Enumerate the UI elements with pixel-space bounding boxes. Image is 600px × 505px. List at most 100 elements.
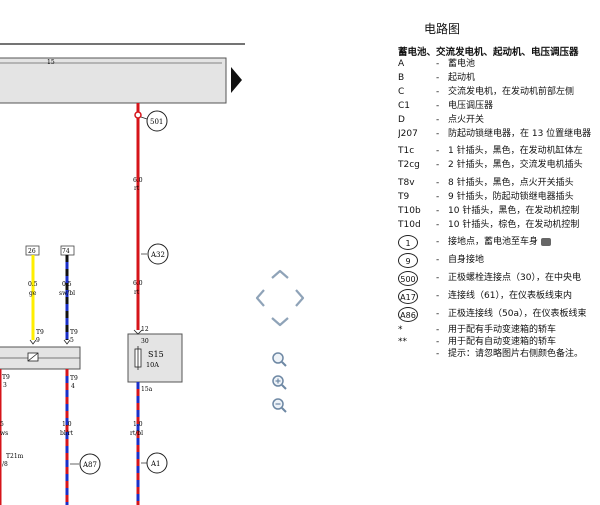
legend-dash: - <box>436 115 440 125</box>
legend-dash: - <box>436 129 440 139</box>
pin-t9a-n: 9 <box>36 337 40 344</box>
zoom-in-icon[interactable] <box>272 375 287 390</box>
legend-text: 提示：请忽略图片右侧颜色备注。 <box>448 349 584 359</box>
connection-symbol-icon: A17 <box>398 289 418 304</box>
ground-symbol-icon: 9 <box>398 253 418 268</box>
zoom-out-icon[interactable] <box>272 398 287 413</box>
continue-arrow-icon[interactable] <box>231 67 242 93</box>
up-arrow-icon[interactable] <box>271 269 289 279</box>
legend-text: 9 针插头，防起动锁继电器插头 <box>448 192 574 202</box>
splice-dot <box>134 111 142 119</box>
connector-A87 <box>79 453 101 475</box>
connector-A1-label: A1 <box>150 460 161 468</box>
legend-dash: - <box>436 273 440 283</box>
connector-501-label: 501 <box>150 118 163 126</box>
legend-dash: - <box>436 101 440 111</box>
circuit-diagram[interactable]: 15 501 6.0 rt A32 6.0 rt 12 30 S15 10A 1… <box>0 0 245 505</box>
connector-A1 <box>146 452 168 474</box>
legend-code: * <box>398 325 403 335</box>
legend-code: D <box>398 115 405 125</box>
legend-code: C1 <box>398 101 411 111</box>
pin-t9c-n: 3 <box>3 382 7 389</box>
legend-code: T10d <box>398 220 421 230</box>
bus-label: 15 <box>47 59 55 66</box>
wire1-size: 6.0 <box>133 177 143 184</box>
legend-dash: - <box>436 146 440 156</box>
legend-text: 连接线（61），在仪表板线束内 <box>448 291 572 301</box>
wire2-color: rt <box>134 289 140 296</box>
legend-dash: - <box>436 160 440 170</box>
legend-text: 8 针插头，黑色，点火开关插头 <box>448 178 574 188</box>
zoom-reset-icon[interactable] <box>272 352 287 367</box>
fuse-box <box>127 333 183 383</box>
legend-dash: - <box>436 206 440 216</box>
legend-text: 电压调压器 <box>448 101 494 111</box>
page-title: 电路图 <box>424 22 461 36</box>
pin-t9d-n: 4 <box>71 383 75 390</box>
left-arrow-icon[interactable] <box>255 289 265 307</box>
wire7-size: 5 <box>0 421 4 428</box>
wire2-size: 6.0 <box>133 280 143 287</box>
legend-code: T10b <box>398 206 421 216</box>
pin-t9b: T9 <box>70 329 78 336</box>
legend-text: 2 针插头，黑色，交流发电机插头 <box>448 160 583 170</box>
legend-dash: - <box>436 325 440 335</box>
pin-t9b-n: 5 <box>70 337 74 344</box>
connector-A32 <box>147 243 169 265</box>
legend-dash: - <box>436 192 440 202</box>
pin-74: 74 <box>62 248 70 255</box>
legend-text: 10 针插头，黑色，在发动机控制 <box>448 206 580 216</box>
legend-code: T2cg <box>398 160 420 170</box>
pin-26: 26 <box>28 248 36 255</box>
connection-symbol-icon: 500 <box>398 271 418 286</box>
legend-code: T8v <box>398 178 415 188</box>
wire5-size: 1.0 <box>62 421 72 428</box>
pin-t9d: T9 <box>70 375 78 382</box>
camera-icon[interactable] <box>541 237 552 246</box>
legend-text: 交流发电机，在发动机前部左侧 <box>448 87 575 97</box>
legend-dash: - <box>436 237 440 247</box>
legend-dash: - <box>436 73 440 83</box>
legend-text: 接地点，蓄电池至车身 <box>448 237 539 247</box>
legend-dash: - <box>436 337 440 347</box>
pin-t9c: T9 <box>2 374 10 381</box>
legend-dash: - <box>436 309 440 319</box>
pin-15a: 15a <box>141 386 153 393</box>
legend-text: 用于配有手动变速箱的轿车 <box>448 325 557 335</box>
legend-text: 正极螺栓连接点（30），在中央电 <box>448 273 581 283</box>
fuse-name: S15 <box>148 350 164 359</box>
legend-text: 点火开关 <box>448 115 485 125</box>
legend-text: 10 针插头，棕色，在发动机控制 <box>448 220 580 230</box>
legend-code: T9 <box>398 192 410 202</box>
down-arrow-icon[interactable] <box>271 317 289 327</box>
legend-dash: - <box>436 178 440 188</box>
legend-code: J207 <box>398 129 418 139</box>
wire4-color: sw/bl <box>59 290 75 297</box>
wire1-color: rt <box>134 185 140 192</box>
pin-12: 12 <box>141 326 149 333</box>
wire4-size: 0.5 <box>62 281 72 288</box>
connector-A32-label: A32 <box>150 251 165 259</box>
wire3-color: ge <box>29 290 37 297</box>
pin-t9a: T9 <box>36 329 44 336</box>
fuse-rating: 10A <box>146 361 159 369</box>
legend-dash: - <box>436 59 440 69</box>
legend-dash: - <box>436 87 440 97</box>
wire7-color: ws <box>0 430 8 437</box>
connector-A87-label: A87 <box>82 461 97 469</box>
legend-code: B <box>398 73 405 83</box>
legend-text: 自身接地 <box>448 255 485 265</box>
connection-symbol-icon: A86 <box>398 307 418 322</box>
wire5-color: bl/rt <box>60 430 74 437</box>
legend-text: 正极连接线（50a），在仪表板线束 <box>448 309 587 319</box>
connector-501 <box>146 110 168 132</box>
right-arrow-icon[interactable] <box>295 289 305 307</box>
pin-t21m-n: /8 <box>2 461 8 468</box>
pin-30: 30 <box>141 338 149 345</box>
legend-code: A <box>398 59 405 69</box>
wire6-size: 1.0 <box>133 421 143 428</box>
legend-panel: 蓄电池、交流发电机、起动机、电压调压器 A - 蓄电池 B - 起动机 C - … <box>398 44 600 374</box>
legend-dash: - <box>436 291 440 301</box>
legend-code: ** <box>398 337 407 347</box>
legend-text: 1 针插头，黑色，在发动机缸体左 <box>448 146 583 156</box>
